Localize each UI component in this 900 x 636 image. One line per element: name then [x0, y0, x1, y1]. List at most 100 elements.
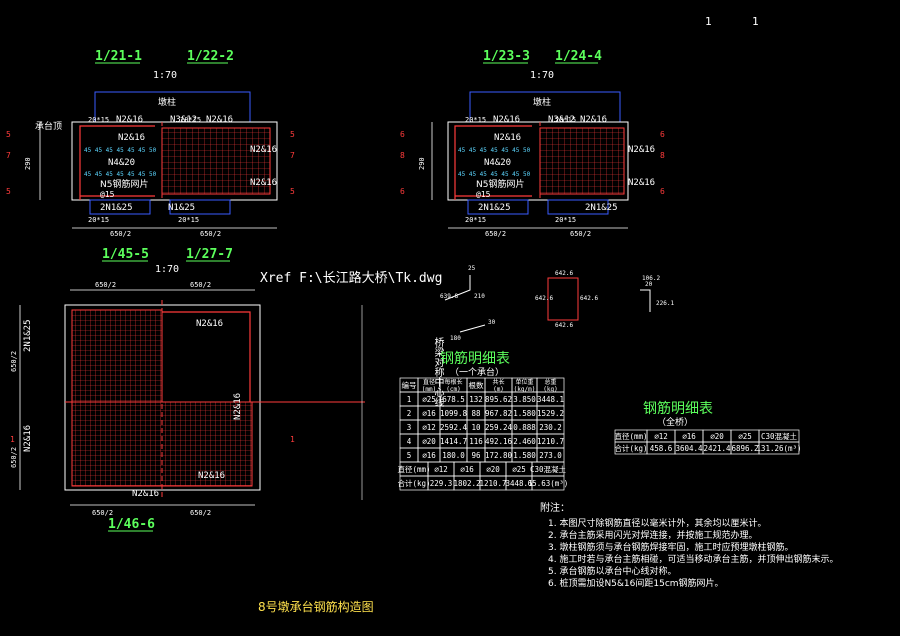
table1-text-5-1-0: ⌀16: [422, 451, 436, 460]
shape1-len-b: 639.8: [440, 293, 458, 300]
view-top-left: 1/21-1 1/22-2 1:70 墩柱 承台顶 20*15 20*15 N2…: [6, 49, 295, 238]
table1-text-0-4-0: 共长: [492, 378, 504, 386]
dim-top-left-r: 20*15: [465, 116, 486, 124]
table1-text-1-3-0: 132: [469, 395, 483, 404]
section-mark-5-bot: 5: [6, 187, 11, 196]
dim-total-left: 650/2: [110, 230, 131, 238]
plan-label-n2-c: N2&16: [23, 425, 33, 452]
dim-plan-left-1: 650/2: [10, 351, 18, 372]
dim-bot-right-r: 20*15: [555, 216, 576, 224]
notes-title: 附注：: [540, 501, 570, 514]
drawing-title: 8号墩承台钢筋构造图: [258, 599, 374, 614]
section-title-6-6: 1/46-6: [108, 517, 155, 532]
table1-text-0-0-0: 编号: [402, 380, 417, 390]
table1-text-2-3-0: 88: [471, 409, 481, 418]
table1-subtitle: （一个承台）: [450, 366, 504, 378]
dim-bot-right: 20*15: [178, 216, 199, 224]
table1-text-4-3-0: 116: [469, 437, 483, 446]
pier-label: 墩柱: [158, 96, 176, 108]
dim-bot-left: 20*15: [88, 216, 109, 224]
dim-height: 290: [24, 157, 32, 170]
shape2-left: 642.6: [535, 295, 553, 302]
table1-text-2-5-0: 1.580: [513, 409, 536, 418]
table1-text-0-4-1: (m): [493, 386, 504, 393]
dim-top-left: 20*15: [88, 116, 109, 124]
table1-text-3-3-0: 10: [471, 423, 481, 432]
section-mark-6-bot-r: 6: [660, 187, 665, 196]
table2-text-1-0-0: 合计(kg): [614, 443, 647, 453]
table1-text-4-4-0: 492.16: [485, 437, 513, 446]
table1-title: 钢筋明细表: [440, 350, 510, 367]
plan-label-n2-d: N2&16: [198, 471, 225, 481]
section-title-4-4: 1/24-4: [555, 49, 602, 64]
label-2n1-25: 2N1&25: [100, 203, 133, 213]
label-n2-16-r1: N2&16: [493, 115, 520, 125]
table1-text-0-5-0: 单位重: [515, 378, 533, 386]
xref-path: Xref F:\长江路大桥\Tk.dwg: [260, 270, 442, 286]
table1-text-5-6-0: 273.0: [539, 451, 562, 460]
section-mark-8: 8: [400, 151, 405, 160]
shape3-a: 106.2: [642, 275, 660, 282]
page-number-b: 1: [752, 15, 759, 28]
table2-text-0-1-0: ⌀12: [654, 432, 668, 441]
table2-text-0-5-0: C30混凝土: [761, 431, 798, 441]
table1-text-0-5-1: (kg/m): [514, 386, 536, 393]
table1-sum-text-1-1-0: 229.3: [430, 479, 453, 488]
table2-title: 钢筋明细表: [643, 400, 713, 417]
label-n2-16-r: N2&16: [206, 115, 233, 125]
view-plan: 1/45-5 1/27-7 1:70 650/2 650/2 N2&16 2N1…: [10, 247, 444, 532]
dim-height-r: 290: [418, 157, 426, 170]
table1-text-2-6-0: 1529.2: [537, 409, 564, 418]
table1-text-3-6-0: 230.2: [539, 423, 562, 432]
label-n5-spacing: @15: [100, 190, 115, 199]
view-top-right: 1/23-3 1/24-4 1:70 墩柱 20*15 20*15 N2&16 …: [400, 49, 665, 238]
table1-text-3-2-0: 2592.4: [440, 423, 468, 432]
label-n2-16-side: N2&16: [250, 145, 277, 155]
note-3: 3. 墩柱钢筋须与承台钢筋焊接牢固，施工时应预埋墩柱钢筋。: [548, 541, 793, 553]
table1-text-0-6-1: (kg): [543, 386, 557, 393]
label-n5-spacing-r: @15: [476, 190, 491, 199]
section-title-1-1: 1/21-1: [95, 49, 142, 64]
table1-text-5-5-0: 1.580: [513, 451, 536, 460]
plan-label-2n1: 2N1&25: [23, 319, 33, 352]
section-mark-7-r: 7: [290, 151, 295, 160]
rebar-table-cap: 钢筋明细表 （一个承台） 编号直径(mm)每根长(cm)根数共长(m)单位重(k…: [397, 350, 569, 491]
note-5: 5. 承台钢筋以承台中心线对称。: [548, 565, 676, 577]
table2-text-1-4-0: 6896.2: [731, 444, 758, 453]
scale-label: 1:70: [153, 70, 177, 81]
table1-text-0-2-0: 每根长: [444, 378, 462, 386]
note-4: 4. 施工时若与承台主筋相碰，可适当移动承台主筋，并顶伸出钢筋末示。: [548, 553, 838, 565]
table1-text-0-6-0: 总重: [544, 378, 556, 386]
table1-sum-text-1-5-0: 65.63(m³): [528, 479, 569, 488]
table1-text-2-4-0: 967.82: [485, 409, 512, 418]
label-n2-16-r3: N2&16: [494, 133, 521, 143]
table1-text-3-5-0: 0.888: [513, 423, 536, 432]
table1-text-0-1-1: (mm): [422, 386, 436, 393]
notes-block: 附注： 1. 本图尺寸除钢筋直径以毫米计外，其余均以厘米计。 2. 承台主筋采用…: [540, 501, 838, 589]
dim-top-right-r: 20*15: [555, 116, 576, 124]
table1-sum-text-0-0-0: 直径(mm): [397, 464, 430, 474]
row-dims-a-r: 45 45 45 45 45 45 50: [458, 147, 531, 154]
table2-text-0-2-0: ⌀16: [682, 432, 696, 441]
label-n3-12: N3&12: [170, 115, 197, 125]
section-mark-5-bot-r: 5: [290, 187, 295, 196]
label-n3-12-r: N3&12: [548, 115, 575, 125]
row-dims-b-r: 45 45 45 45 45 45 50: [458, 171, 531, 178]
label-n2-16-b: N2&16: [118, 133, 145, 143]
label-n2-16-side-r: N2&16: [628, 145, 655, 155]
table1-text-1-2-0: 678.5: [442, 395, 465, 404]
label-2n1-25-r2: 2N1&25: [585, 203, 618, 213]
row-dims-a: 45 45 45 45 45 45 50: [84, 147, 157, 154]
section-mark-6-bot: 6: [400, 187, 405, 196]
label-n2-16: N2&16: [116, 115, 143, 125]
table1-text-1-1-0: ⌀25: [422, 395, 436, 404]
plan-mark-left: 1: [10, 435, 15, 444]
shape4-b: 30: [488, 319, 496, 326]
dim-total-right-r: 650/2: [570, 230, 591, 238]
table1-text-4-0-0: 4: [407, 437, 412, 446]
section-title-2-2: 1/22-2: [187, 49, 234, 64]
section-mark-8-r: 8: [660, 151, 665, 160]
table1-sum-cell-1-5: [531, 475, 565, 491]
dim-plan-top-1: 650/2: [95, 281, 116, 289]
